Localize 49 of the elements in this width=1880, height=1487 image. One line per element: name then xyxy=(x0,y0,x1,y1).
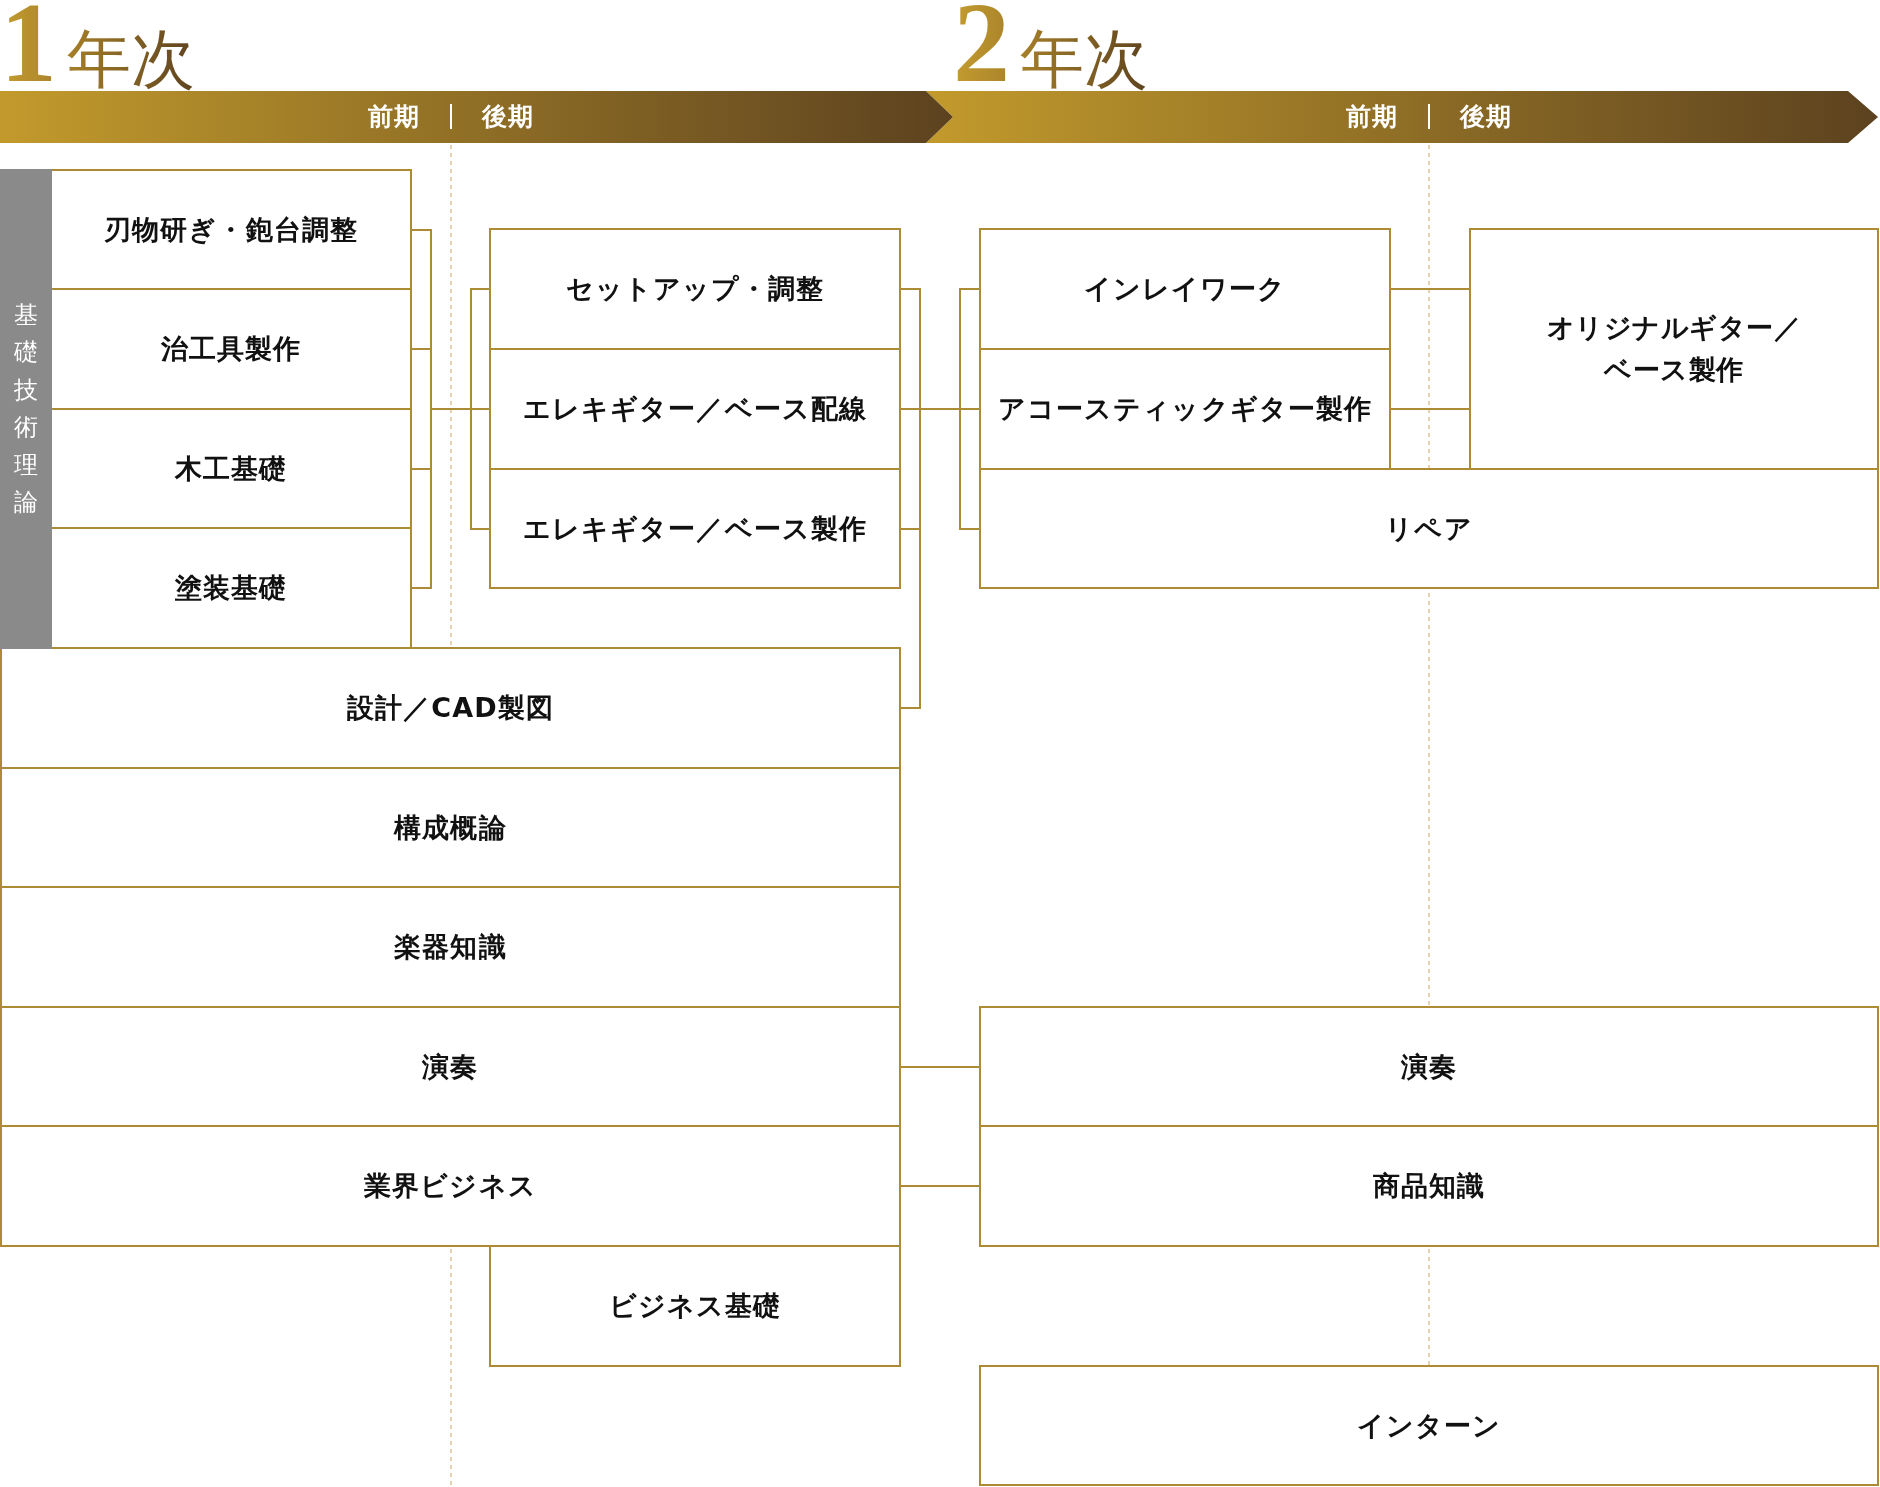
course-title: 演奏 xyxy=(1400,1049,1458,1084)
course-title: アコースティックギター製作 xyxy=(997,392,1372,427)
course-box xyxy=(979,468,1879,589)
course-box xyxy=(489,468,901,589)
course-box xyxy=(0,1006,901,1127)
connector-line xyxy=(1389,408,1471,410)
connector-line xyxy=(899,1185,981,1187)
course-box xyxy=(979,1125,1879,1247)
bracket-connector xyxy=(410,229,491,589)
course-box xyxy=(979,348,1391,470)
course-title: リペア xyxy=(1385,511,1473,546)
term-label: 前期 xyxy=(1346,102,1398,132)
course-box xyxy=(0,1125,901,1247)
course-title: エレキギター／ベース配線 xyxy=(523,392,867,427)
course-title: ビジネス基礎 xyxy=(608,1289,782,1324)
course-box xyxy=(0,767,901,888)
course-box xyxy=(979,228,1391,350)
category-label: 基礎技術理論 xyxy=(13,299,39,518)
course-title: インレイワーク xyxy=(1083,272,1287,307)
course-title: 木工基礎 xyxy=(174,451,288,486)
course-box xyxy=(979,1006,1879,1127)
course-title: 治工具製作 xyxy=(160,332,302,367)
course-box xyxy=(1469,228,1879,470)
course-title: オリジナルギター／ベース製作 xyxy=(1545,311,1803,387)
course-title: インターン xyxy=(1356,1408,1502,1443)
term-label: 前期 xyxy=(368,102,420,132)
connector-line xyxy=(899,1066,981,1068)
connector-line xyxy=(1389,288,1471,290)
course-title: 構成概論 xyxy=(394,810,507,845)
category-bar xyxy=(0,169,52,649)
course-title: 楽器知識 xyxy=(394,930,507,965)
bracket-connector xyxy=(899,288,981,709)
term-label: 後期 xyxy=(482,102,534,132)
course-title: 設計／CAD製図 xyxy=(347,691,554,726)
course-box xyxy=(52,169,412,290)
course-title: エレキギター／ベース製作 xyxy=(523,511,867,546)
course-title: 刃物研ぎ・鉋台調整 xyxy=(104,212,358,247)
term-label: 後期 xyxy=(1460,102,1512,132)
course-box xyxy=(979,1365,1879,1486)
course-box xyxy=(0,647,901,769)
course-box xyxy=(489,348,901,470)
course-box xyxy=(489,1245,901,1367)
course-title: 塗装基礎 xyxy=(174,571,288,606)
course-title: 演奏 xyxy=(422,1049,479,1084)
course-title: 商品知識 xyxy=(1372,1169,1486,1204)
course-box xyxy=(0,886,901,1008)
course-title: セットアップ・調整 xyxy=(565,272,825,307)
course-title: 業界ビジネス xyxy=(364,1169,537,1204)
course-box xyxy=(489,228,901,350)
